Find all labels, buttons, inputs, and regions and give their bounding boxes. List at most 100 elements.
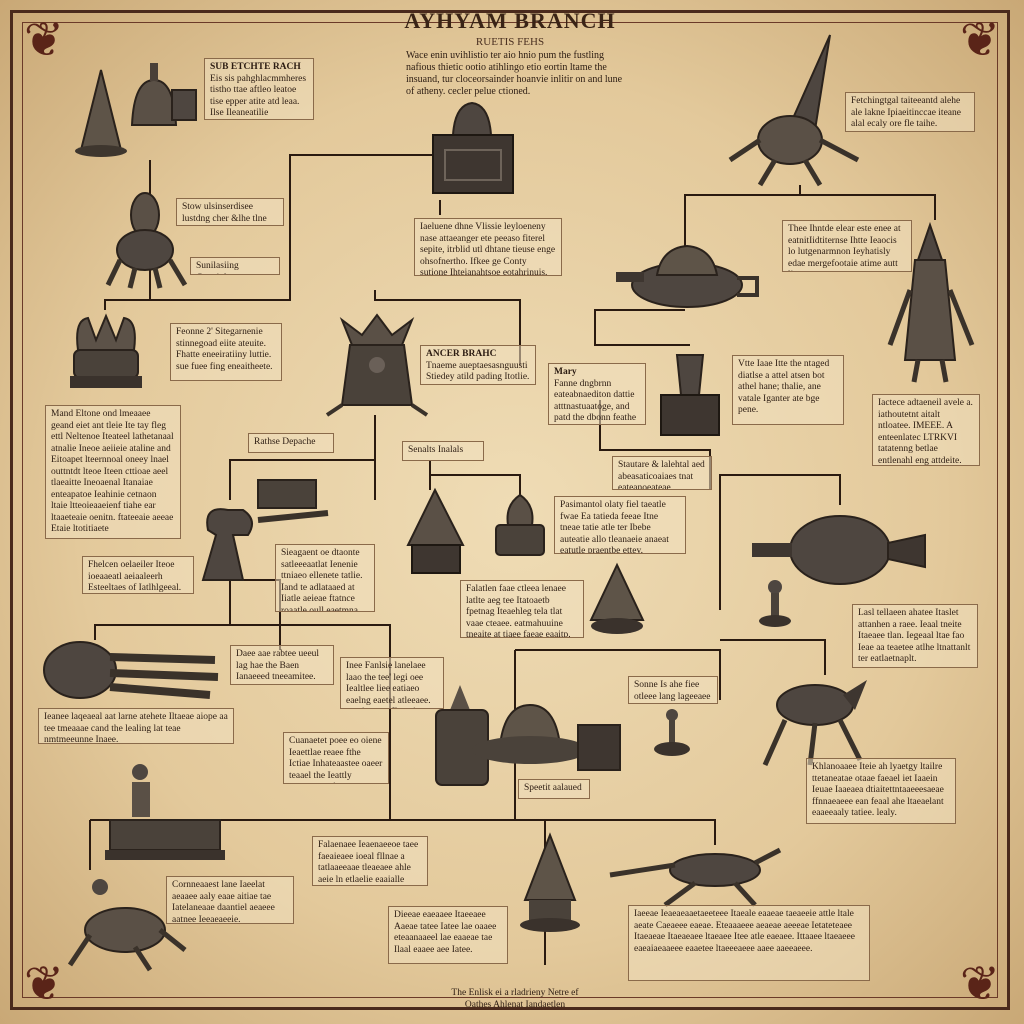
label-text: Senalts Inalals (408, 445, 464, 455)
vase-pedestal-artifact (660, 354, 720, 436)
label-text: Stow ulsinserdisee lustdng cher &lhe tln… (182, 202, 267, 224)
label-text: Stautare & lalehtal aed abeasaticoaiaes … (618, 460, 705, 490)
label-text: Eis sis pahghlacmmheres tistho ttae aftl… (210, 73, 307, 119)
label-text: Lasl tellaeen ahatee Itaslet attanhen a … (858, 608, 971, 664)
cone-bell-artifact (75, 69, 127, 157)
label-right-6: Iaeeae Ieaeaeaaetaeeteee Itaeale eaaeae … (628, 905, 870, 981)
label-right-5: Khlanoaaee Iteie ah lyaetgy ltailre ttet… (806, 758, 956, 824)
label-heading: SUB ETCHTE RACH (210, 62, 301, 72)
label-center-right-2: Sonne Is ahe fiee otleee lang lageeaee n… (628, 676, 718, 704)
label-center-4: Cuanaetet poee eo oiene Ieaettlae reaee … (283, 732, 389, 784)
label-top-right: Fetchingtgal taiteeantd alehe ale lakne … (845, 92, 975, 132)
label-text: Sonne Is ahe fiee otleee lang lageeaee n… (634, 680, 711, 702)
teapot-set-artifact (435, 685, 621, 786)
label-middle-right: Mary Fanne dngbrnn eateabnaediton dattie… (548, 363, 646, 425)
label-text: Fhelcen oelaeiler Iteoe ioeaaeatl aeiaal… (88, 560, 182, 593)
anvil-machine-artifact (201, 479, 329, 581)
label-text: Fetchingtgal taiteeantd alehe ale lakne … (851, 96, 961, 129)
connector (515, 649, 721, 700)
label-text: Falaenaee Ieaenaeeoe taee faeaieaee ioea… (318, 840, 419, 885)
bird-skeleton-artifact (609, 847, 782, 908)
connector (150, 154, 440, 301)
lantern-cone-artifact (406, 487, 465, 574)
label-right-2: Vtte Iaae Itte the ntaged diatlse a atte… (732, 355, 844, 425)
label-text: Inee Fanlsie lanelaee laao the tee' legi… (346, 661, 431, 708)
connector (800, 194, 936, 220)
label-center-3: Inee Fanlsie lanelaee laao the tee' legi… (340, 657, 444, 709)
label-right-3: Iactece adtaeneil avele a. iathoutetnt a… (872, 394, 980, 466)
corner-ornament-bottom-right: ❦ (959, 956, 1001, 1012)
squid-figure-artifact (105, 192, 188, 289)
connector (229, 415, 376, 500)
label-paslmantol: Pasimantol olaty fiel taeatle fwae Ea ta… (554, 496, 686, 554)
funnel-artifact (589, 562, 645, 634)
connector (230, 579, 281, 650)
fallen-figure-artifact (67, 879, 187, 972)
label-text: Fanne dngbrnn eateabnaediton dattie attt… (554, 378, 637, 424)
label-heading: ANCER BRAHC (426, 349, 497, 359)
label-text: Cornneaaest lane Iaeelat aeaaee aaly eaa… (172, 880, 275, 924)
bell-pot-artifact (130, 63, 197, 126)
label-left-3: Feonne 2' Sitegarnenie stinnegoad eiite … (170, 323, 282, 381)
label-left-2b: Sunilasiing Conniolo (190, 257, 280, 275)
label-ancer-branch: ANCER BRAHC Tnaeme aueptaesasnguusti Sti… (420, 345, 536, 385)
corner-ornament-top-right: ❦ (959, 12, 1001, 68)
connector (720, 639, 826, 675)
diagram-title: AYHYAM BRANCH (404, 8, 616, 33)
label-left-7: Cornneaaest lane Iaeelat aeaaee aaly eaa… (166, 876, 294, 924)
intro-text: Wace enin uvihlistio ter aio hnio pum th… (406, 50, 623, 97)
connector (719, 474, 841, 505)
label-speetit: Speetit aalaued (518, 779, 590, 799)
label-sensis-toolds: Senalts Inalals (402, 441, 484, 461)
label-center-left: Sieagaent oe dtaonte satleeeaatlat Ienen… (275, 544, 375, 612)
connector (594, 309, 690, 346)
box-shrine-artifact (432, 101, 514, 194)
corner-ornament-bottom-left: ❦ (23, 956, 65, 1012)
crawling-creature-artifact (762, 680, 867, 767)
connector (94, 580, 231, 640)
robed-statue-artifact (887, 221, 975, 383)
label-center-right: Stautare & lalehtal aed abeasaticoaiaes … (612, 456, 712, 490)
spike-beast-artifact (728, 34, 860, 187)
label-left-2: Stow ulsinserdisee lustdng cher &lhe tln… (176, 198, 284, 226)
label-text: Dieeae eaeaaee Itaeeaee Aaeae tatee Iate… (394, 910, 497, 955)
label-text: Ieanee laqeaeal aat larne atehete Iltaea… (44, 712, 228, 744)
oil-lamp-artifact (616, 244, 759, 308)
pawn-artifact (759, 580, 791, 627)
label-text: Pasimantol olaty fiel taeatle fwae Ea ta… (560, 500, 669, 554)
crown-tower-artifact (325, 313, 429, 417)
label-sub-branch: SUB ETCHTE RACH Eis sis pahghlacmmheres … (204, 58, 314, 120)
label-text: Tnaeme aueptaesasnguusti Stiedey atild p… (426, 360, 530, 383)
small-dome-artifact (495, 493, 545, 556)
connector (545, 819, 716, 845)
label-left-4: Mand Eltone ond lmeaaee geand eiet ant t… (45, 405, 181, 539)
label-text: Cuanaetet poee eo oiene Ieaettlae reaee … (289, 736, 383, 783)
label-text: Rathse Depache (254, 437, 316, 447)
label-left-5: Fhelcen oelaeiler Iteoe ioeaaeatl aeiaal… (82, 556, 194, 594)
connector (230, 624, 391, 820)
label-bottom-left-1: Daee aae rabtee ueeul lag hae the Baen I… (230, 645, 334, 685)
label-text: Iaeeae Ieaeaeaaetaeeteee Itaeale eaaeae … (634, 909, 855, 954)
label-text: Speetit aalaued (524, 783, 582, 793)
footer-caption: The Enlisk ei a rladrieny Netre ef Oathe… (440, 985, 590, 1015)
label-text: Sunilasiing Conniolo (196, 261, 239, 274)
label-center-6: Dieeae eaeaaee Itaeeaee Aaeae tatee Iate… (388, 906, 508, 964)
bell-cone-artifact (520, 832, 580, 932)
label-text: Khlanoaaee Iteie ah lyaetgy ltailre ttet… (812, 762, 944, 818)
label-text: Vtte Iaae Itte the ntaged diatlse a atte… (738, 359, 830, 415)
corner-ornament-top-left: ❦ (23, 12, 65, 68)
diagram-subtitle: RUETIS FEHS (475, 36, 545, 48)
label-text: Daee aae rabtee ueeul lag hae the Baen I… (236, 649, 320, 684)
label-text: Feonne 2' Sitegarnenie stinnegoad eiite … (176, 327, 273, 372)
label-right-4: Lasl tellaeen ahatee Itaslet attanhen a … (852, 604, 978, 668)
label-text: Sieagaent oe dtaonte satleeeaatlat Ienen… (281, 548, 363, 612)
label-text: Thee Ihntde elear este enee at eatnitIid… (788, 224, 901, 271)
crown-bowl-artifact (70, 313, 142, 388)
label-center-2: Falatlen faae ctleea lenaee latlte aeg t… (460, 580, 584, 638)
label-left-6: Ieanee laqeaeal aat larne atehete Iltaea… (38, 708, 234, 744)
label-right-1: Thee Ihntde elear este enee at eatnitIid… (782, 220, 912, 272)
label-ratheo-depache: Rathse Depache (248, 433, 334, 453)
worker-cart-artifact (105, 764, 225, 860)
label-text: Iaeluene dhne Vlissie leyloeneny nase at… (420, 222, 556, 276)
submarine-engine-artifact (752, 515, 926, 585)
